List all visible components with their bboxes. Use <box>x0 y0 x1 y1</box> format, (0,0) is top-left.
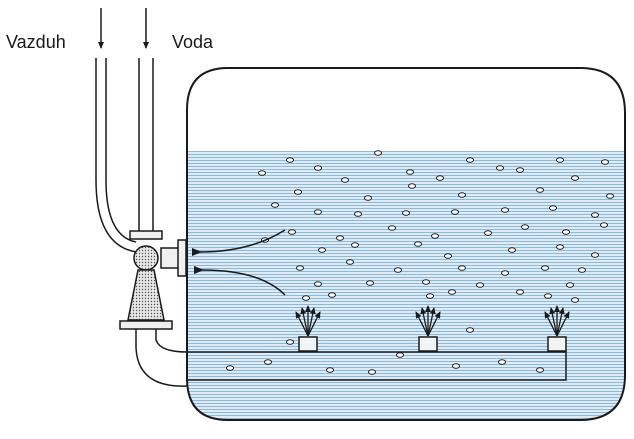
air-bubble <box>328 292 336 298</box>
inlet-pipes <box>95 8 154 253</box>
air-bubble <box>521 224 529 230</box>
air-bubble <box>571 297 579 303</box>
air-bubble <box>516 289 524 295</box>
air-bubble <box>402 210 410 216</box>
air-bubble <box>422 279 430 285</box>
air-bubble <box>556 157 564 163</box>
air-bubble <box>346 259 354 265</box>
diffuser-nozzle <box>295 305 321 352</box>
air-bubble <box>426 293 434 299</box>
air-bubble <box>394 267 402 273</box>
air-bubble <box>544 293 552 299</box>
air-bubble <box>296 265 304 271</box>
air-bubble <box>336 235 344 241</box>
air-bubble <box>571 175 579 181</box>
air-bubble <box>444 253 452 259</box>
air-bubble <box>556 244 564 250</box>
aeration-mixer <box>119 230 188 387</box>
air-bubble <box>436 175 444 181</box>
air-bubbles <box>226 150 614 375</box>
diffuser-nozzle <box>415 305 441 352</box>
air-bubble <box>476 282 484 288</box>
air-bubble <box>498 359 506 365</box>
air-bubble <box>314 209 322 215</box>
air-bubble <box>302 295 310 301</box>
air-bubble <box>566 282 574 288</box>
air-bubble <box>368 369 376 375</box>
air-bubble <box>351 242 359 248</box>
air-bubble <box>264 359 272 365</box>
air-bubble <box>536 187 544 193</box>
air-bubble <box>466 327 474 333</box>
air-bubble <box>294 189 302 195</box>
water-body <box>187 150 625 420</box>
air-bubble <box>516 167 524 173</box>
diffuser-nozzle <box>544 305 570 352</box>
air-bubble <box>341 177 349 183</box>
air-bubble <box>549 205 557 211</box>
air-bubble <box>541 265 549 271</box>
air-bubble <box>364 195 372 201</box>
air-label: Vazduh <box>6 32 66 52</box>
air-bubble <box>501 270 509 276</box>
air-bubble <box>288 229 296 235</box>
air-bubble <box>600 222 608 228</box>
air-bubble <box>286 157 294 163</box>
flow-arrow-lower <box>193 265 286 296</box>
air-bubble <box>414 241 422 247</box>
air-pipe <box>95 58 137 253</box>
air-bubble <box>458 192 466 198</box>
air-bubble <box>374 150 382 156</box>
air-bubble <box>601 159 609 165</box>
air-bubble <box>354 211 362 217</box>
air-bubble <box>226 365 234 371</box>
distribution-pipe <box>187 351 567 381</box>
air-bubble <box>484 230 492 236</box>
air-bubble <box>501 207 509 213</box>
air-bubble <box>591 212 599 218</box>
air-bubble <box>578 267 586 273</box>
air-bubble <box>258 170 266 176</box>
air-bubble <box>318 247 326 253</box>
circulation-arrows <box>191 229 286 296</box>
air-bubble <box>314 281 322 287</box>
air-bubble <box>286 339 294 345</box>
water-label: Voda <box>172 32 214 52</box>
flow-arrow-upper <box>191 229 286 257</box>
air-bubble <box>388 225 396 231</box>
air-bubble <box>396 352 404 358</box>
air-bubble <box>366 280 374 286</box>
tank-vessel <box>186 67 626 421</box>
air-bubble <box>271 202 279 208</box>
air-bubble <box>408 183 416 189</box>
air-bubble <box>591 252 599 258</box>
air-bubble <box>314 165 322 171</box>
air-bubble <box>326 367 334 373</box>
air-bubble <box>496 165 504 171</box>
air-bubble <box>536 367 544 373</box>
diffuser-nozzles <box>295 305 570 352</box>
air-bubble <box>508 247 516 253</box>
air-bubble <box>562 229 570 235</box>
air-bubble <box>452 363 460 369</box>
air-bubble <box>431 233 439 239</box>
air-bubble <box>458 265 466 271</box>
air-bubble <box>451 209 459 215</box>
air-bubble <box>448 289 456 295</box>
air-bubble <box>466 157 474 163</box>
air-bubble <box>606 193 614 199</box>
air-bubble <box>406 169 414 175</box>
